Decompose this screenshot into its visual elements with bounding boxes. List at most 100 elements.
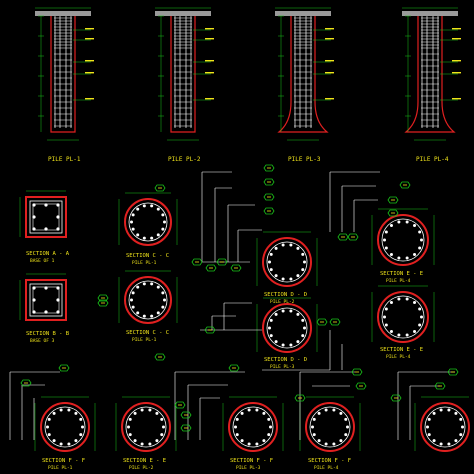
- rebar-dot: [56, 215, 60, 219]
- rebar-dot: [161, 213, 165, 217]
- rebar-dot: [56, 286, 60, 290]
- callout-tag: [230, 264, 242, 272]
- rebar-dot: [44, 310, 48, 314]
- section-f-f-1: [34, 396, 96, 452]
- section-title: SECTION D - D: [264, 357, 307, 363]
- section-outline: [262, 303, 312, 353]
- rebar-dot: [420, 315, 423, 319]
- rebar-dot: [418, 230, 422, 234]
- pile-outline: [50, 16, 76, 133]
- callout-tag: [347, 233, 359, 241]
- rebar-dot: [133, 439, 137, 443]
- annotation-mark: [452, 28, 461, 30]
- rebar-dot: [289, 243, 293, 247]
- rebar-dot: [389, 301, 393, 305]
- rebar-dot: [235, 417, 239, 421]
- leader-line: [299, 371, 355, 440]
- rebar-dot: [344, 417, 348, 421]
- annotation-mark: [452, 38, 461, 40]
- rebar-dot: [140, 408, 144, 412]
- section-subtitle: PILE PL-1: [132, 337, 157, 343]
- rebar-dot: [162, 425, 165, 429]
- rebar-dot: [397, 220, 401, 224]
- spiral-tie: [125, 406, 167, 448]
- rebar-dot: [47, 433, 51, 437]
- rebar-dot: [127, 425, 130, 429]
- rebar-dot: [289, 343, 293, 347]
- rebar-dot: [240, 439, 244, 443]
- rebar-dot: [418, 307, 422, 311]
- rebar-dot: [59, 442, 63, 446]
- rebar-dot: [397, 256, 401, 260]
- rebar-dot: [384, 230, 388, 234]
- section-subtitle: BASE OF 3: [30, 338, 55, 344]
- rebar-dot: [459, 433, 463, 437]
- section-f-f-3: [299, 396, 361, 452]
- rebar-dot: [268, 260, 271, 264]
- callout-tag: [387, 209, 399, 217]
- section-subtitle: PILE PL-4: [386, 354, 411, 360]
- rebar-dot: [67, 408, 71, 412]
- rebar-dot: [74, 439, 78, 443]
- annotation-mark: [325, 60, 334, 62]
- section-subtitle: PILE PL-2: [129, 465, 154, 471]
- rebar-dot: [32, 227, 36, 231]
- spiral-tie: [232, 406, 274, 448]
- rebar-dot: [156, 285, 160, 289]
- rebar-dot: [324, 408, 328, 412]
- rebar-dot: [128, 417, 132, 421]
- section-subtitle: PILE PL-3: [236, 465, 261, 471]
- pile-label-pl1: PILE PL-1: [48, 156, 81, 163]
- section-c-c-2: [118, 270, 178, 324]
- pile-outline: [404, 16, 456, 133]
- rebar-dot: [156, 311, 160, 315]
- section-f-f-2: [222, 396, 284, 452]
- rebar-dot: [281, 243, 285, 247]
- section-e-e-2: [371, 285, 435, 343]
- rebar-dot: [235, 433, 239, 437]
- rebar-dot: [311, 425, 314, 429]
- rebar-dot: [133, 411, 137, 415]
- rebar-dot: [281, 277, 285, 281]
- section-d-d-2: [256, 297, 318, 353]
- leader-line: [200, 302, 262, 331]
- leader-line: [262, 330, 343, 371]
- annotation-mark: [205, 28, 214, 30]
- section-caption-e-e-1: SECTION E - E PILE PL-4: [380, 271, 423, 284]
- callout-tag: [434, 382, 446, 390]
- section-caption-e-e-2: SECTION E - E PILE PL-4: [380, 347, 423, 360]
- section-outline: [377, 214, 429, 266]
- annotation-mark: [452, 98, 461, 100]
- rebar-dot: [32, 298, 36, 302]
- section-title: SECTION C - C: [126, 330, 169, 336]
- rebar-dot: [432, 411, 436, 415]
- rebar-dot: [269, 334, 273, 338]
- callout-tag: [97, 299, 109, 307]
- section-caption-b-b: SECTION B - B BASE OF 3: [26, 331, 70, 344]
- rebar-dot: [397, 333, 401, 337]
- section-caption-c-c-1: SECTION C - C PILE PL-1: [126, 253, 169, 266]
- section-title: SECTION F - F: [230, 458, 273, 464]
- rebar-dot: [301, 268, 305, 272]
- section-f-f-4: [414, 396, 470, 452]
- rebar-dot: [155, 439, 159, 443]
- spiral-tie: [128, 202, 168, 242]
- rebar-dot: [269, 425, 272, 429]
- annotation-mark: [325, 98, 334, 100]
- callout-tag: [191, 258, 203, 266]
- spiral-tie: [266, 307, 308, 349]
- pile-sections: [19, 190, 470, 452]
- section-e-e-3: [115, 396, 177, 452]
- rebar-dot: [439, 408, 443, 412]
- section-e-e-1: [371, 208, 435, 266]
- rebar-dot: [52, 411, 56, 415]
- rebar-dot: [155, 411, 159, 415]
- section-subtitle: PILE PL-4: [314, 465, 339, 471]
- rebar-dot: [269, 268, 273, 272]
- section-outline: [40, 402, 90, 452]
- section-outline: [124, 276, 172, 324]
- section-a-a: [19, 190, 67, 238]
- callout-tag: [351, 368, 363, 376]
- rebar-dot: [268, 326, 271, 330]
- rebar-dot: [317, 411, 321, 415]
